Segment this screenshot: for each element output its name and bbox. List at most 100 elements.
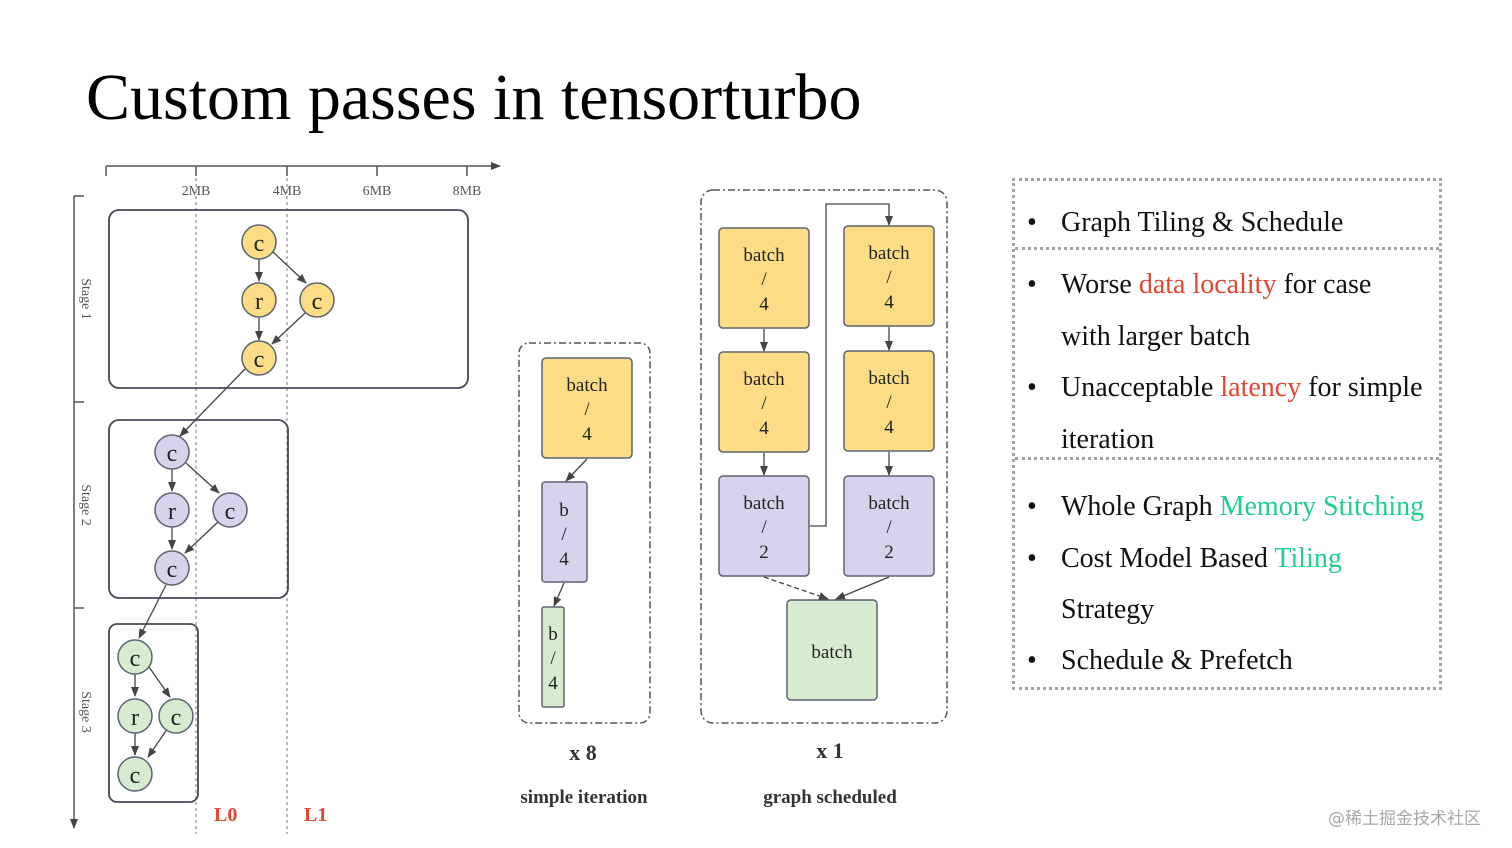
graph-scheduled-frame: [700, 189, 948, 724]
panel-divider: [1015, 247, 1439, 250]
svg-text:4: 4: [582, 424, 592, 445]
svg-text:r: r: [131, 705, 139, 731]
graph-scheduled-block: batch / 4: [843, 225, 935, 327]
svg-text:2: 2: [884, 542, 894, 563]
memory-axis: 2MB 4MB 6MB 8MB: [105, 162, 501, 199]
graph-scheduled-block: batch / 4: [718, 351, 810, 453]
bullet-text: for simple: [1301, 372, 1423, 403]
graph-node: c: [158, 698, 194, 734]
bullet-text: Worse: [1061, 269, 1139, 300]
graph-node: c: [241, 224, 277, 260]
graph-node: r: [154, 492, 190, 528]
bullet-text: Whole Graph: [1061, 491, 1220, 522]
svg-text:c: c: [167, 557, 178, 583]
graph-scheduled-block: batch / 4: [718, 227, 810, 329]
bullet-dot: •: [1027, 645, 1037, 676]
simple-iteration-frame: [518, 342, 651, 724]
simple-iteration-multiplier: x 8: [569, 740, 597, 765]
svg-text:/: /: [886, 267, 892, 288]
svg-text:/: /: [550, 648, 556, 669]
graph-scheduled-block: batch / 2: [843, 475, 935, 577]
highlight-text: Memory Stitching: [1219, 491, 1425, 522]
bullet-text: Graph Tiling & Schedule: [1061, 207, 1344, 238]
bullet-text: with larger batch: [1061, 321, 1251, 352]
stage-3-box: [108, 623, 199, 803]
graph-node: c: [299, 282, 335, 318]
graph-scheduled-multiplier: x 1: [816, 738, 844, 763]
bullet-text: Schedule & Prefetch: [1061, 645, 1293, 676]
stage-1-box: [108, 209, 469, 389]
svg-text:4: 4: [759, 294, 769, 315]
simple-iteration-edges: [553, 458, 588, 607]
svg-text:batch: batch: [566, 375, 608, 396]
svg-text:/: /: [561, 524, 567, 545]
svg-text:batch: batch: [811, 642, 853, 663]
stage-label: Stage 1: [78, 278, 93, 320]
simple-iteration-block: b / 4: [541, 606, 565, 708]
svg-text:4: 4: [559, 549, 569, 570]
simple-iteration-block: b / 4: [541, 481, 588, 583]
svg-text:c: c: [130, 646, 141, 672]
graph-node: r: [241, 282, 277, 318]
svg-text:batch: batch: [743, 369, 785, 390]
svg-text:c: c: [225, 499, 236, 525]
bullet-text: Strategy: [1061, 594, 1155, 625]
svg-text:b: b: [548, 624, 558, 645]
svg-text:/: /: [761, 517, 767, 538]
bullet-text: Cost Model Based: [1061, 543, 1275, 574]
bullet-panel: • Graph Tiling & Schedule • Worse data l…: [1012, 178, 1442, 690]
svg-text:c: c: [167, 441, 178, 467]
svg-text:4: 4: [884, 292, 894, 313]
simple-iteration-block: batch / 4: [541, 357, 633, 459]
simple-iteration-caption: simple iteration: [520, 787, 648, 808]
stage-axis: Stage 1 Stage 2 Stage 3: [70, 195, 93, 829]
svg-text:c: c: [254, 231, 265, 257]
svg-text:batch: batch: [868, 493, 910, 514]
graph-edges: [131, 251, 307, 758]
highlight-text: data locality: [1138, 269, 1277, 300]
svg-text:r: r: [255, 289, 263, 315]
graph-scheduled-edges: [760, 203, 893, 600]
stage-label: Stage 3: [78, 691, 93, 733]
watermark: @稀土掘金技术社区: [1328, 809, 1481, 829]
svg-text:4: 4: [548, 673, 558, 694]
svg-text:/: /: [886, 517, 892, 538]
highlight-text: Tiling: [1274, 543, 1342, 574]
svg-text:c: c: [171, 705, 182, 731]
axis-tick-label: 6MB: [363, 184, 392, 199]
stage-2-box: [108, 419, 289, 599]
svg-text:/: /: [761, 393, 767, 414]
graph-scheduled-block: batch / 2: [718, 475, 810, 577]
svg-text:/: /: [761, 269, 767, 290]
graph-node: r: [117, 698, 153, 734]
svg-text:c: c: [312, 289, 323, 315]
svg-text:batch: batch: [868, 243, 910, 264]
bullet-text: iteration: [1061, 424, 1155, 455]
panel-divider: [1015, 457, 1439, 460]
svg-text:c: c: [130, 763, 141, 789]
graph-node: c: [117, 639, 153, 675]
page-title: Custom passes in tensorturbo: [86, 61, 862, 134]
svg-text:2: 2: [759, 542, 769, 563]
bullet-dot: •: [1027, 269, 1037, 300]
svg-text:r: r: [168, 499, 176, 525]
svg-text:/: /: [584, 399, 590, 420]
cache-level-label: L0: [214, 804, 237, 826]
svg-text:/: /: [886, 392, 892, 413]
bullet-dot: •: [1027, 491, 1037, 522]
bullet-dot: •: [1027, 207, 1037, 238]
svg-text:batch: batch: [743, 493, 785, 514]
bullet-text: for case: [1276, 269, 1372, 300]
bullet-text: Unacceptable: [1061, 372, 1221, 403]
svg-text:batch: batch: [743, 245, 785, 266]
cache-level-guides: L0 L1: [195, 178, 327, 834]
axis-tick-label: 8MB: [453, 184, 482, 199]
svg-text:4: 4: [759, 418, 769, 439]
graph-scheduled-block: batch / 4: [843, 350, 935, 452]
stage-label: Stage 2: [78, 484, 93, 526]
graph-node: c: [117, 756, 153, 792]
highlight-text: latency: [1220, 372, 1302, 403]
bullet-dot: •: [1027, 543, 1037, 574]
svg-text:batch: batch: [868, 368, 910, 389]
svg-text:b: b: [559, 500, 569, 521]
